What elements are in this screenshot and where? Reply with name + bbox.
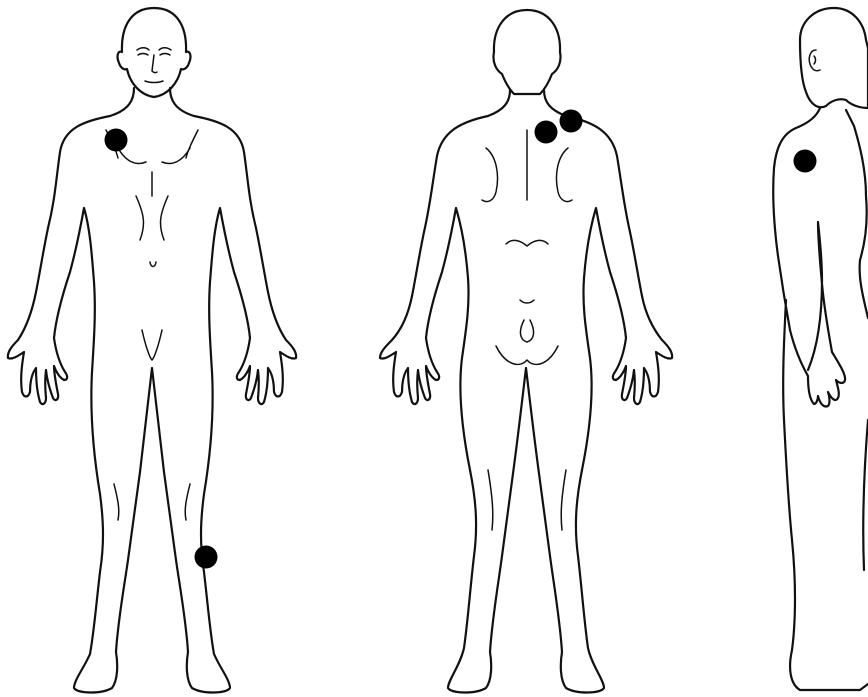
marker-front-left-knee[interactable] xyxy=(195,546,218,569)
marker-front-right-shoulder[interactable] xyxy=(105,129,128,152)
side-head xyxy=(800,8,868,108)
side-body-outline xyxy=(773,108,868,690)
marker-back-upper-trapezius-1[interactable] xyxy=(560,110,583,133)
marker-back-upper-trapezius-2[interactable] xyxy=(535,121,558,144)
front-torso-details xyxy=(106,130,198,520)
side-ear xyxy=(809,50,820,71)
side-view xyxy=(773,8,868,690)
back-view xyxy=(380,10,672,693)
back-head xyxy=(493,10,560,94)
marker-side-shoulder[interactable] xyxy=(794,150,817,173)
back-details xyxy=(482,130,572,530)
front-view xyxy=(8,8,296,693)
pain-markers xyxy=(105,110,817,569)
front-face-features xyxy=(137,48,171,83)
front-head xyxy=(118,8,191,97)
back-body-outline xyxy=(380,90,672,693)
side-body-front xyxy=(846,110,868,570)
